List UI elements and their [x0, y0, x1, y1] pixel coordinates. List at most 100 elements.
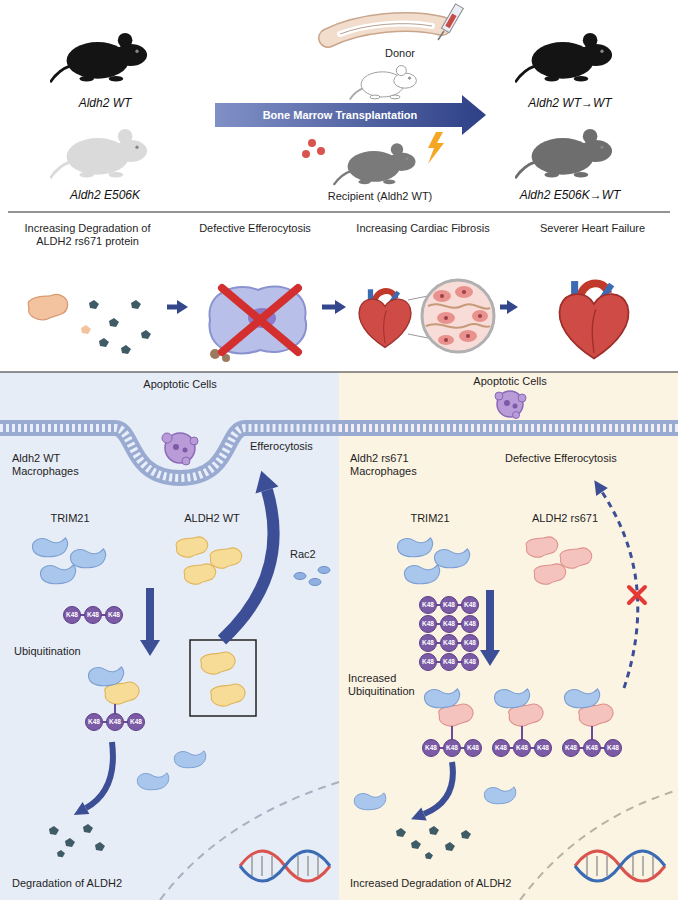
aldh2-protein: [534, 564, 566, 584]
dna-helix: [251, 856, 253, 876]
arrow-head: [335, 300, 346, 314]
k48-badge: K48: [464, 739, 482, 757]
pathway-arrow: [424, 762, 453, 814]
figure-label: Increased Degradation of ALDH2: [350, 877, 511, 890]
mouse-figure: [50, 129, 147, 178]
stage-caption: Severer Heart Failure: [520, 222, 665, 235]
rac2-protein: [309, 579, 321, 586]
k48-badge: K48: [440, 653, 458, 671]
figure-label: Apoptotic Cells: [473, 375, 546, 388]
degradation-sketch: [99, 338, 109, 347]
k48-badge: K48: [604, 739, 622, 757]
aldh2-protein: [190, 640, 256, 716]
fibrosis-sketch: [478, 314, 482, 318]
bone-syringe: [328, 22, 442, 38]
nucleus-border: [520, 790, 678, 900]
figure-label: Aldh2 E506K: [70, 188, 140, 202]
figure-label: TRIM21: [50, 512, 89, 525]
figure-label: Ubiquitination: [14, 645, 81, 658]
fibrosis-sketch: [433, 290, 451, 302]
fibrosis-sketch: [462, 290, 466, 294]
fibrosis-sketch: [438, 335, 454, 345]
k48-badge: K48: [534, 739, 552, 757]
dna-helix: [317, 856, 319, 876]
cell-membrane: [0, 428, 339, 478]
figure-label: Apoptotic Cells: [143, 378, 216, 391]
trim21-protein: [174, 751, 206, 768]
ubiquitin-complex: [495, 689, 530, 708]
degradation-sketch: [121, 345, 131, 354]
trim21-protein: [405, 565, 440, 584]
aldh2-protein: [560, 548, 592, 568]
panel-ground: [339, 372, 678, 900]
transplant-arrow: [215, 95, 486, 135]
pathway-arrow: [486, 590, 494, 651]
dna-helix: [575, 851, 665, 881]
irradiation-cells: [428, 132, 444, 164]
panel-ground: [8, 211, 670, 212]
bone-syringe: [438, 31, 444, 40]
bone-syringe: [340, 24, 432, 34]
trim21-protein: [435, 549, 470, 568]
protein-fragments: [461, 830, 471, 839]
stage-box: Severer Heart Failure: [520, 222, 665, 362]
nucleus-border: [160, 782, 339, 900]
k48-badge: K48: [461, 653, 479, 671]
stage-box: Defective Efferocytosis: [190, 222, 320, 362]
figure-label: ALDH2 rs671: [532, 512, 598, 525]
dna-helix: [586, 856, 588, 876]
nucleus-border: [160, 782, 678, 900]
pathway-arrow: [594, 480, 608, 496]
bone-syringe: [340, 24, 432, 34]
k48-badge: K48: [85, 713, 103, 731]
k48-badge: K48: [583, 739, 601, 757]
apoptotic-cell: [518, 394, 526, 402]
k48-badge: K48: [513, 739, 531, 757]
fibrosis-sketch: [444, 316, 448, 320]
fibrosis-sketch: [422, 280, 494, 352]
failing-heart: [559, 281, 628, 358]
rac2-protein: [294, 573, 306, 580]
pathway-arrow: [629, 587, 645, 603]
dna-helix: [652, 856, 654, 876]
fibrosis-sketch: [437, 312, 455, 324]
failing-heart: [559, 281, 628, 358]
trim21-protein: [398, 538, 433, 557]
mouse-figure: [50, 33, 612, 185]
trim21-protein: [354, 793, 386, 810]
apoptotic-cell: [162, 433, 172, 443]
dna-helix: [596, 856, 598, 876]
aldh2-protein: [526, 537, 558, 557]
fibrosis-sketch: [426, 324, 490, 328]
pathway-arrow: [411, 808, 427, 821]
figure-label: Recipient (Aldh2 WT): [328, 190, 433, 203]
aldh2-protein: [201, 652, 235, 674]
protein-fragments: [411, 840, 421, 849]
irradiation-cells: [317, 147, 325, 155]
macrophage-sketch: [209, 286, 306, 362]
figure-label: TRIM21: [410, 512, 449, 525]
mouse-figure: [50, 33, 147, 82]
fibrosis-sketch: [359, 280, 494, 352]
k48-badge: K48: [440, 634, 458, 652]
degradation-sketch: [81, 325, 91, 334]
pathway-arrow: [629, 587, 645, 603]
macrophage-sketch: [209, 286, 306, 353]
k48-badge: K48: [63, 606, 81, 624]
transplant-arrow: [215, 95, 486, 135]
arrow-shaft: [500, 305, 508, 310]
mouse-figure: [350, 66, 417, 100]
apoptotic-cell: [173, 444, 179, 450]
figure-label: Aldh2 WT→WT: [528, 96, 611, 110]
figure-label: Aldh2 WT: [79, 96, 132, 110]
dna-helix: [575, 851, 665, 881]
fibrosis-sketch: [408, 334, 428, 338]
pathway-arrow: [146, 588, 154, 641]
stage-box: Increasing Cardiac Fibrosis: [348, 222, 498, 362]
apoptotic-cell: [190, 437, 198, 445]
figure-label: Degradation of ALDH2: [12, 877, 122, 890]
figure-label: Aldh2 rs671 Macrophages: [350, 452, 442, 478]
aldh2-protein: [184, 564, 216, 584]
k48-badge: K48: [461, 615, 479, 633]
